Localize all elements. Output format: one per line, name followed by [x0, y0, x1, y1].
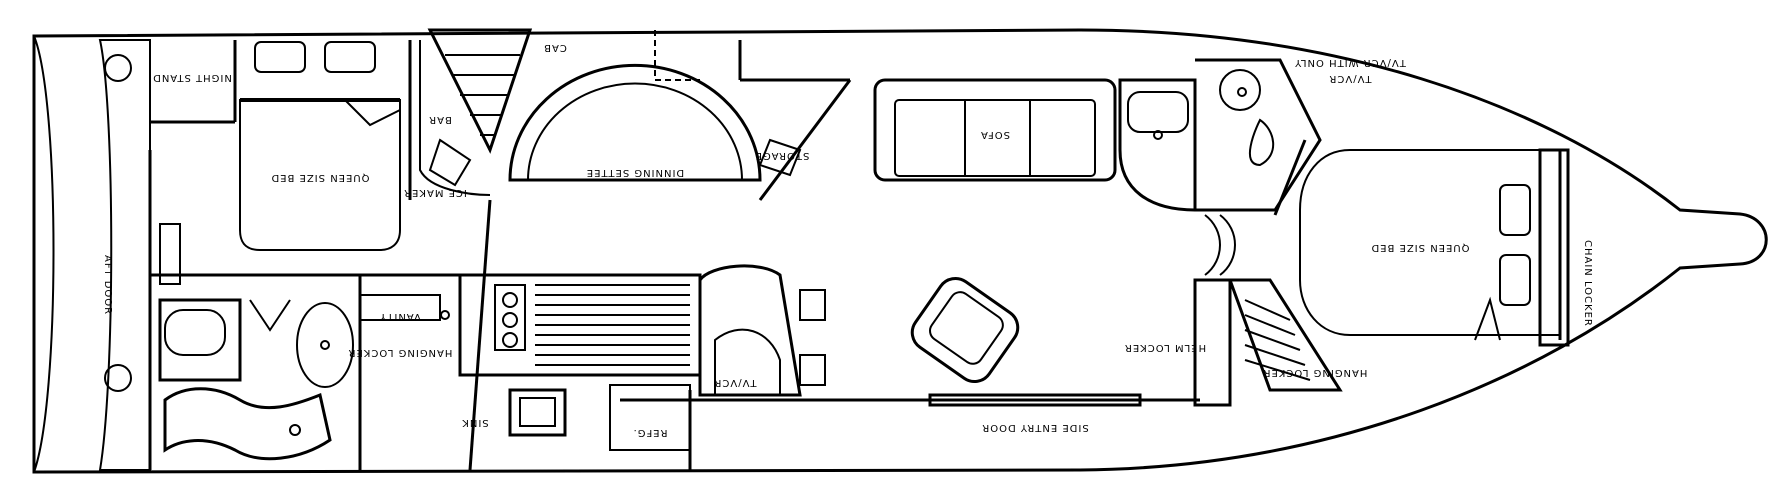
side-entry-door — [928, 393, 1142, 407]
vanity — [359, 294, 441, 321]
label-refg: REFG. — [633, 427, 668, 438]
dining-settee — [508, 63, 762, 182]
forward-head — [1118, 78, 1197, 212]
label-hanging-locker-fwd: HANGING LOCKER — [1263, 367, 1368, 378]
transom — [33, 35, 55, 473]
label-ice-maker: ICE MAKER — [403, 187, 467, 198]
label-side-entry-door: SIDE ENTRY DOOR — [981, 422, 1088, 433]
label-helm-locker: HELM LOCKER — [1124, 342, 1206, 353]
cooktop — [494, 284, 526, 351]
helm-console — [698, 264, 802, 397]
companionway-stairs — [427, 28, 533, 154]
aft-head — [158, 298, 242, 382]
helm-chair — [910, 276, 1020, 384]
label-hanging-locker-aft: HANGING LOCKER — [348, 347, 453, 358]
hull-outline — [32, 28, 1768, 474]
aft-cleat-bottom — [104, 364, 132, 392]
helm-locker — [1193, 278, 1232, 407]
label-chain-locker: CHAIN LOCKER — [1582, 240, 1593, 327]
refrigerator — [609, 384, 691, 451]
label-queen-bed-aft: QUEEN SIZE BED — [270, 172, 369, 183]
label-cab: CAB — [543, 42, 567, 53]
label-sink: SINK — [461, 417, 488, 428]
aft-door — [159, 223, 181, 285]
aft-cleat-top — [104, 54, 132, 82]
aft-tub — [163, 387, 332, 461]
label-aft-door: AFT DOOR — [102, 255, 113, 315]
galley-grill — [535, 284, 690, 366]
label-queen-bed-fwd: QUEEN SIZE BED — [1370, 242, 1469, 253]
label-tv-vcr-upper: TV/VCR WITH ONLY — [1294, 57, 1407, 68]
label-sofa: SOFA — [980, 129, 1010, 140]
forward-queen-bed — [1299, 149, 1560, 336]
label-tv-vcr-small: TV/VCR — [713, 377, 757, 388]
label-night-stand-aft: NIGHT STAND — [152, 72, 232, 83]
label-tv-vcr-lower: TV/VCR — [1328, 73, 1372, 84]
galley-sink — [508, 388, 567, 437]
transom-inner — [98, 39, 151, 471]
aft-queen-bed — [239, 99, 401, 251]
label-vanity: VANITY — [379, 311, 421, 322]
sofa — [873, 78, 1117, 182]
label-storage: STORAGE — [755, 150, 810, 161]
label-bar: BAR — [428, 114, 452, 125]
label-dining-settee: DINNING SETTEE — [586, 167, 684, 178]
